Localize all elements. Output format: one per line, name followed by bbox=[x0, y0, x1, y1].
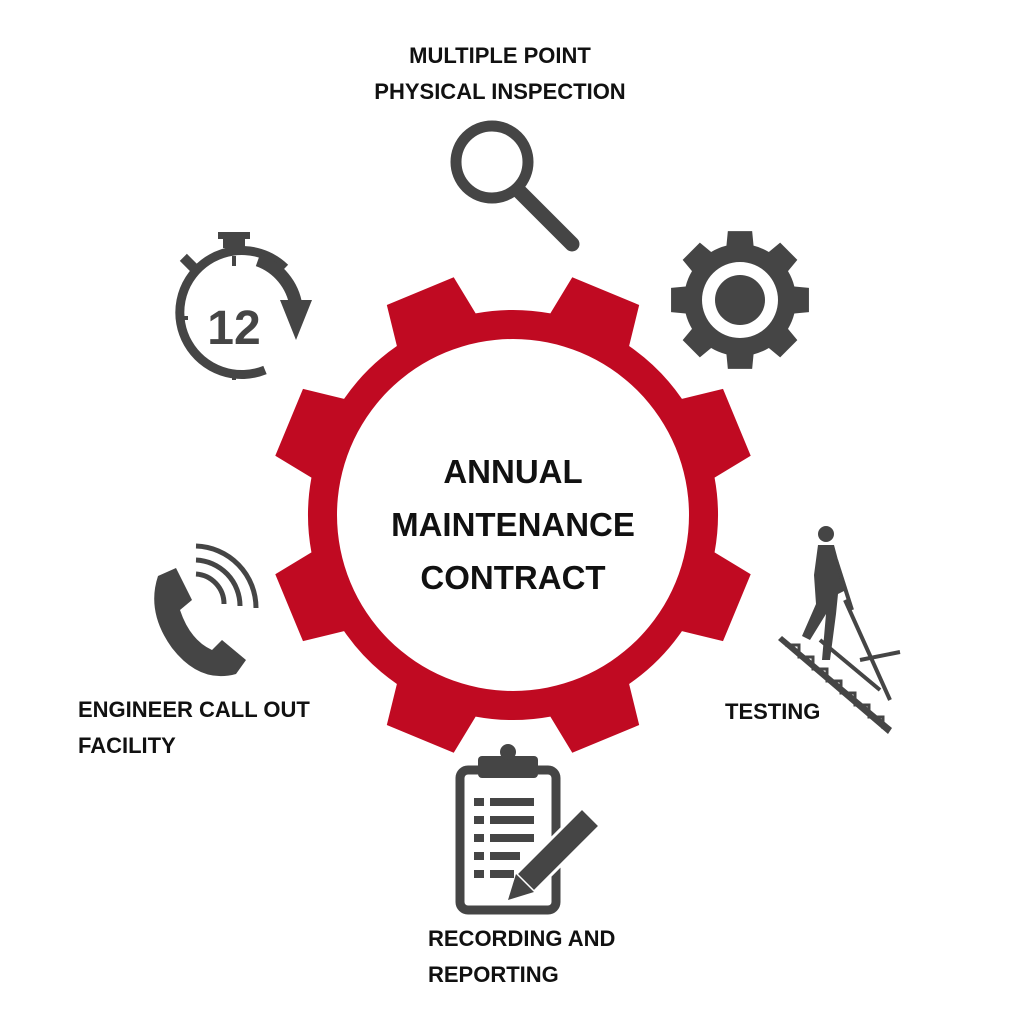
label-line: MULTIPLE POINT bbox=[409, 43, 591, 68]
label-testing: TESTING bbox=[725, 694, 820, 730]
magnifier-icon bbox=[450, 120, 580, 252]
label-line: RECORDING AND bbox=[428, 926, 616, 951]
phone-icon bbox=[154, 543, 259, 677]
center-line: ANNUAL bbox=[443, 453, 583, 490]
label-inspection: MULTIPLE POINT PHYSICAL INSPECTION bbox=[300, 38, 700, 110]
label-recording: RECORDING AND REPORTING bbox=[428, 921, 615, 993]
label-line: ENGINEER CALL OUT bbox=[78, 697, 310, 722]
center-line: MAINTENANCE bbox=[391, 506, 635, 543]
center-title: ANNUAL MAINTENANCE CONTRACT bbox=[313, 445, 713, 604]
label-line: PHYSICAL INSPECTION bbox=[374, 79, 626, 104]
label-line: REPORTING bbox=[428, 962, 559, 987]
person-stairs-icon bbox=[778, 526, 901, 734]
stopwatch-number: 12 bbox=[207, 302, 260, 355]
label-call-out: ENGINEER CALL OUT FACILITY bbox=[78, 692, 310, 764]
center-line: CONTRACT bbox=[420, 559, 606, 596]
clipboard-pencil-icon bbox=[455, 744, 603, 915]
label-line: FACILITY bbox=[78, 733, 176, 758]
stopwatch-icon: 12 bbox=[175, 232, 312, 380]
gear-icon bbox=[671, 231, 809, 369]
label-line: TESTING bbox=[725, 699, 821, 724]
